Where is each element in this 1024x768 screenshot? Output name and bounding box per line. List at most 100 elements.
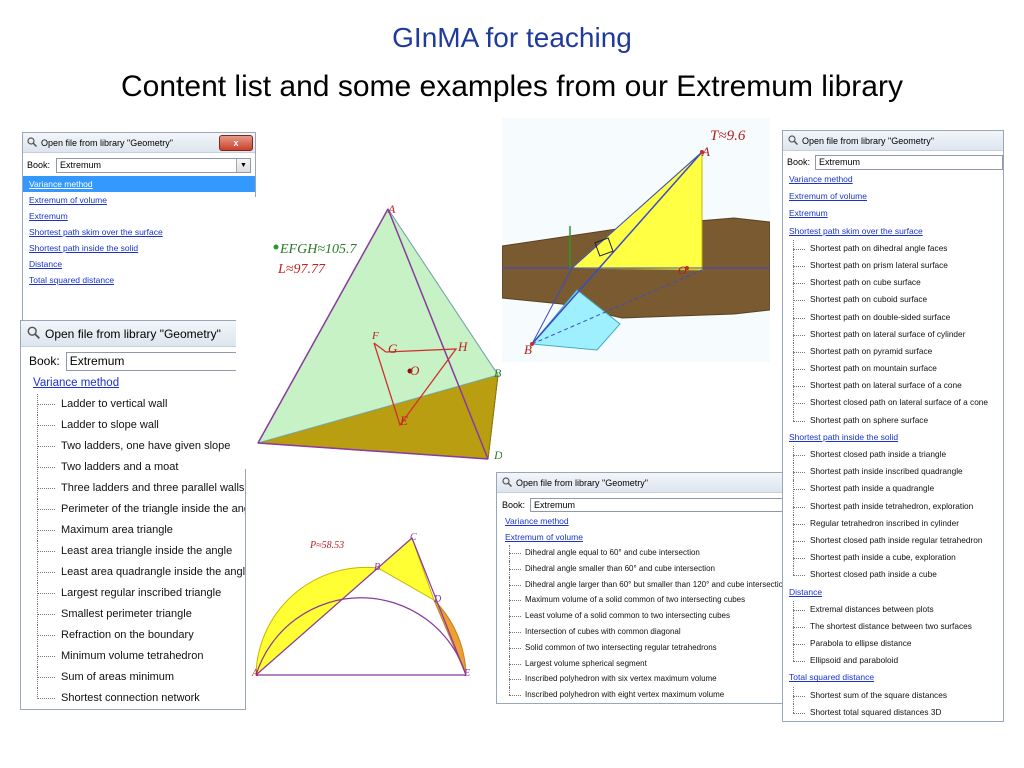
library-dialog-full: Open file from library "Geometry" Book: … — [782, 130, 1004, 722]
book-select[interactable]: Extremum — [65, 351, 245, 371]
list-item-distance[interactable]: Distance — [29, 259, 63, 269]
label-o: O — [678, 263, 687, 277]
tree-item[interactable]: Regular tetrahedron inscribed in cylinde… — [783, 514, 1003, 533]
category-distance[interactable]: Distance — [789, 586, 823, 597]
measure-l: L≈97.77 — [277, 262, 326, 277]
book-select-value: Extremum — [534, 499, 576, 510]
tree-item[interactable]: Shortest closed path inside a cube — [783, 566, 1003, 583]
book-select[interactable]: Extremum — [815, 154, 1003, 170]
surface-tree: Shortest path on dihedral angle faces Sh… — [783, 239, 1003, 429]
book-row: Book: Extremum — [21, 349, 245, 373]
tree-item[interactable]: Shortest path on prism lateral surface — [783, 256, 1003, 275]
list-item-extremum-of-volume[interactable]: Extremum of volume — [29, 195, 107, 205]
book-label: Book: — [502, 499, 526, 510]
tree-item[interactable]: Shortest sum of the square distances — [783, 686, 1003, 705]
dialog-title-bar[interactable]: Open file from library "Geometry" — [21, 321, 245, 347]
category-total-squared-distance[interactable]: Total squared distance — [789, 672, 875, 683]
tree-item[interactable]: Shortest path inside a quadrangle — [783, 480, 1003, 498]
tree-item[interactable]: Shortest path on lateral surface of a co… — [783, 377, 1003, 395]
tree-item[interactable]: Dihedral angle larger than 60° but small… — [497, 576, 785, 593]
tree-item[interactable]: Ladder to slope wall — [21, 415, 245, 436]
label-a: A — [701, 144, 710, 159]
tree-item[interactable]: Dihedral angle smaller than 60° and cube… — [497, 560, 785, 577]
category-variance-method[interactable]: Variance method — [789, 174, 853, 184]
tree-item[interactable]: Largest regular inscribed triangle — [21, 583, 245, 604]
tree-item[interactable]: Dihedral angle equal to 60° and cube int… — [497, 545, 785, 561]
tree-item[interactable]: Shortest path on cube surface — [783, 274, 1003, 292]
tree-item[interactable]: Extremal distances between plots — [783, 600, 1003, 619]
tree-item[interactable]: Solid common of two intersecting regular… — [497, 639, 785, 656]
list-item-variance-method[interactable]: Variance method — [23, 176, 255, 192]
point-b — [530, 342, 534, 346]
chevron-down-icon[interactable]: ▼ — [236, 158, 251, 172]
book-select[interactable]: Extremum — [530, 497, 785, 512]
tree-item[interactable]: Shortest path on cuboid surface — [783, 291, 1003, 309]
label-o: O — [410, 363, 420, 378]
tree-item[interactable]: Minimum volume tetrahedron — [21, 646, 245, 667]
tree-item[interactable]: Two ladders and a moat — [21, 457, 245, 478]
tree-item[interactable]: Maximum volume of a solid common of two … — [497, 592, 785, 609]
tree-item[interactable]: Ladder to vertical wall — [21, 394, 245, 415]
tree-item[interactable]: Shortest path on dihedral angle faces — [783, 239, 1003, 258]
book-label: Book: — [787, 157, 811, 167]
distance-tree: Extremal distances between plots The sho… — [783, 600, 1003, 670]
tree-item[interactable]: Shortest closed path inside regular tetr… — [783, 531, 1003, 550]
category-extremum[interactable]: Extremum — [789, 208, 828, 219]
tree-item[interactable]: Least area quadrangle inside the angle — [21, 562, 245, 583]
tree-item[interactable]: Ellipsoid and paraboloid — [783, 652, 1003, 669]
point-a — [700, 150, 704, 154]
tree-item[interactable]: Two ladders, one have given slope — [21, 436, 245, 457]
tree-item[interactable]: Shortest total squared distances 3D — [783, 703, 1003, 721]
dialog-title-bar[interactable]: Open file from library "Geometry" — [23, 133, 255, 153]
tree-item[interactable]: The shortest distance between two surfac… — [783, 617, 1003, 636]
tree-item[interactable]: Perimeter of the triangle inside the ang… — [21, 499, 245, 520]
tree-item[interactable]: Inscribed polyhedron with eight vertex m… — [497, 687, 785, 703]
list-item-shortest-path-surface[interactable]: Shortest path skim over the surface — [29, 227, 163, 237]
category-shortest-path-solid[interactable]: Shortest path inside the solid — [789, 431, 899, 442]
tree-item[interactable]: Shortest path on pyramid surface — [783, 342, 1003, 361]
slide-subtitle: Content list and some examples from our … — [121, 70, 903, 103]
tree-item[interactable]: Shortest connection network — [21, 688, 245, 709]
dialog-title-bar[interactable]: Open file from library "Geometry" — [783, 131, 1003, 151]
category-variance-method[interactable]: Variance method — [505, 516, 569, 526]
list-item-shortest-path-solid[interactable]: Shortest path inside the solid — [29, 243, 139, 253]
dialog-title: Open file from library "Geometry" — [516, 477, 648, 488]
tree-item[interactable]: Smallest perimeter triangle — [21, 604, 245, 625]
tree-item[interactable]: Refraction on the boundary — [21, 625, 245, 646]
tree-item[interactable]: Shortest path inside a cube, exploration — [783, 549, 1003, 567]
tree-item[interactable]: Parabola to ellipse distance — [783, 635, 1003, 653]
list-item-total-squared-distance[interactable]: Total squared distance — [29, 275, 115, 285]
tree-item[interactable]: Shortest path inside tetrahedron, explor… — [783, 497, 1003, 515]
category-extremum-of-volume[interactable]: Extremum of volume — [789, 191, 867, 202]
tree-item[interactable]: Sum of areas minimum — [21, 667, 245, 688]
close-button[interactable]: x — [219, 135, 253, 151]
tree-item[interactable]: Least volume of a solid common to two in… — [497, 608, 785, 624]
dialog-title: Open file from library "Geometry" — [802, 135, 934, 146]
point-o — [407, 368, 413, 374]
list-item-extremum[interactable]: Extremum — [29, 211, 68, 221]
tree-item[interactable]: Shortest path on sphere surface — [783, 411, 1003, 429]
variance-tree: Ladder to vertical wall Ladder to slope … — [21, 394, 245, 709]
tree-item[interactable]: Shortest closed path on lateral surface … — [783, 394, 1003, 412]
tree-item[interactable]: Shortest path on double-sided surface — [783, 308, 1003, 326]
dialog-title-bar[interactable]: Open file from library "Geometry" — [497, 473, 785, 493]
tree-item[interactable]: Intersection of cubes with common diagon… — [497, 623, 785, 640]
category-variance-method[interactable]: Variance method — [33, 377, 120, 389]
tree-item[interactable]: Maximum area triangle — [21, 520, 245, 541]
tree-item[interactable]: Inscribed polyhedron with six vertex max… — [497, 671, 785, 688]
book-select[interactable]: Extremum ▼ — [56, 157, 252, 173]
tree-item[interactable]: Shortest path inside inscribed quadrangl… — [783, 463, 1003, 481]
tree-item[interactable]: Least area triangle inside the angle — [21, 541, 245, 562]
book-row: Book: Extremum ▼ — [23, 156, 255, 174]
figure-semicircle: P≈58.53 A B C D E — [246, 520, 488, 688]
book-row: Book: Extremum — [783, 153, 1003, 171]
library-dialog-volume: Open file from library "Geometry" Book: … — [496, 472, 786, 704]
tree-item[interactable]: Shortest path on lateral surface of cyli… — [783, 325, 1003, 344]
category-extremum-of-volume[interactable]: Extremum of volume — [505, 532, 583, 542]
tree-item[interactable]: Largest volume spherical segment — [497, 655, 785, 672]
tree-item[interactable]: Shortest closed path inside a triangle — [783, 446, 1003, 464]
label-e: E — [463, 668, 470, 679]
category-shortest-path-surface[interactable]: Shortest path skim over the surface — [789, 225, 923, 236]
tree-item[interactable]: Shortest path on mountain surface — [783, 360, 1003, 378]
tree-item[interactable]: Three ladders and three parallel walls — [21, 478, 245, 499]
